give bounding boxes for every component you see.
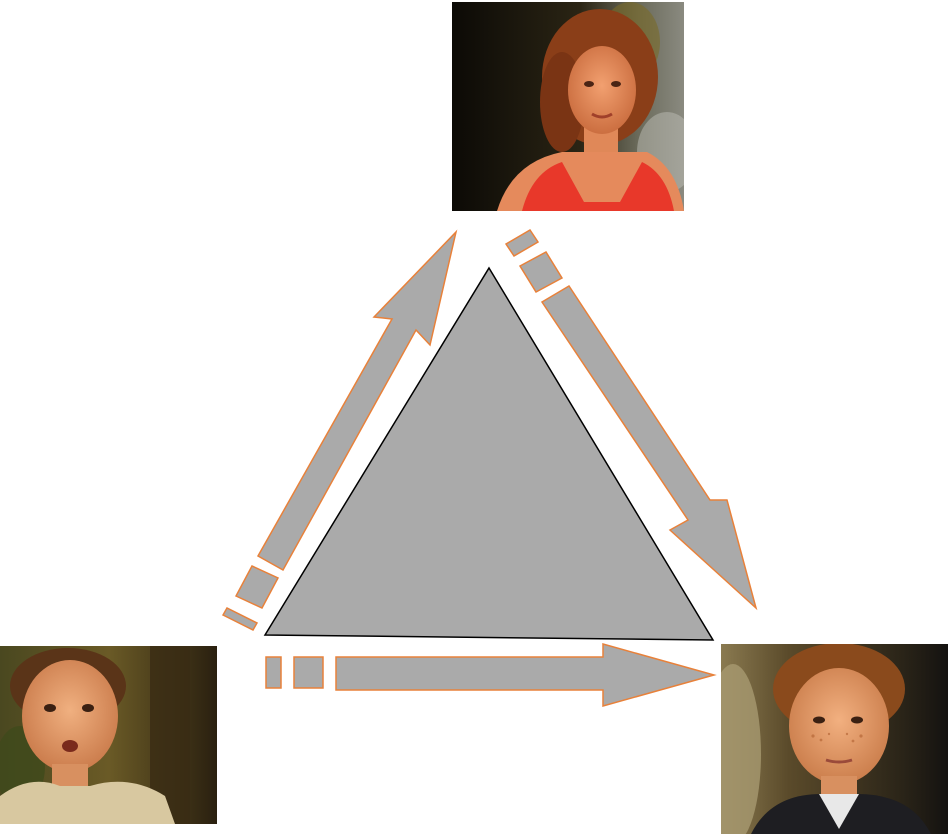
arrow-left-to-right-dash-small [265, 656, 282, 689]
central-triangle [263, 266, 715, 641]
portrait-girl-red-dress-icon [452, 2, 684, 211]
portrait-boy-surprised-icon [0, 646, 217, 824]
arrow-left-to-right-dash-large [293, 656, 324, 689]
arrow-left-to-top-dash-large [234, 565, 280, 609]
arrow-top-to-right-shaft [540, 284, 758, 611]
arrow-top-to-right-dash-small [504, 228, 540, 258]
portrait-boy-freckled-icon [721, 644, 948, 834]
arrow-top-to-right [504, 228, 758, 611]
arrow-left-to-right [265, 643, 717, 707]
arrow-left-to-right-shaft [335, 643, 717, 707]
arrow-top-to-right-dash-large [518, 251, 564, 293]
arrow-left-to-top [221, 229, 458, 631]
arrow-left-to-top-dash-small [221, 607, 259, 631]
arrow-left-to-top-shaft [256, 229, 458, 572]
